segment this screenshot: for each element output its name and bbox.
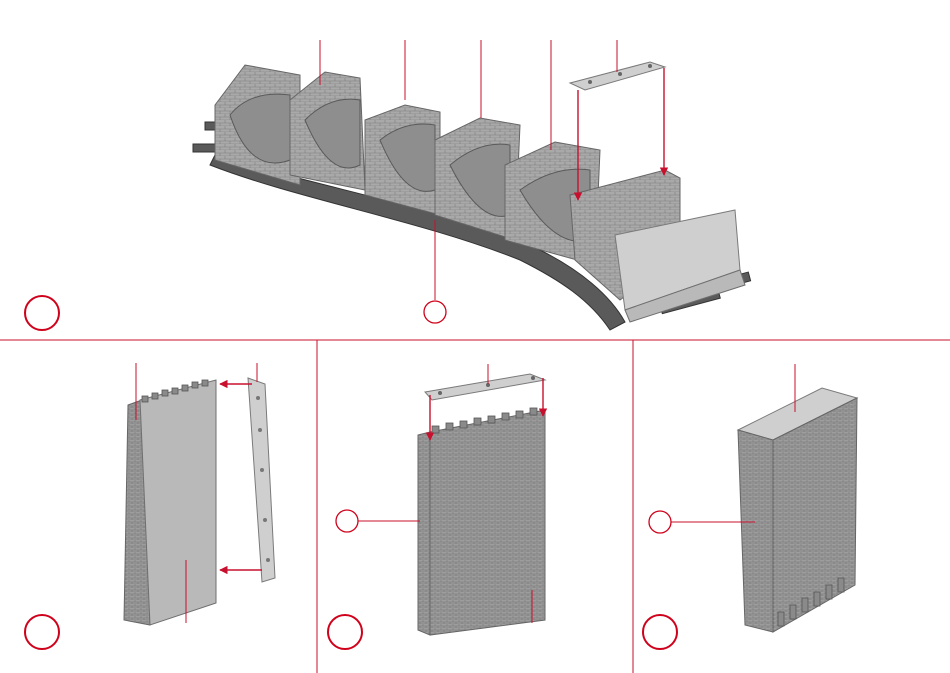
step-4-panel xyxy=(643,364,857,649)
step-2-panel xyxy=(25,363,275,649)
step-3-badge xyxy=(328,615,362,649)
callout-step4 xyxy=(649,511,671,533)
wall-face xyxy=(430,410,545,635)
step-4-badge xyxy=(643,615,677,649)
step-1-badge xyxy=(25,296,59,330)
step-3-panel xyxy=(328,364,545,649)
wall-side xyxy=(418,432,430,635)
arch-segment-3 xyxy=(365,105,440,215)
step-2-badge xyxy=(25,615,59,649)
callout-base xyxy=(424,301,446,323)
block-front xyxy=(738,430,773,632)
wall-panel-face xyxy=(140,380,216,625)
cap-strip xyxy=(425,374,545,400)
reinforcement-strip xyxy=(248,378,275,582)
arch-segment-2 xyxy=(290,72,365,190)
top-panel-assembly xyxy=(25,40,751,330)
callout-step3 xyxy=(336,510,358,532)
